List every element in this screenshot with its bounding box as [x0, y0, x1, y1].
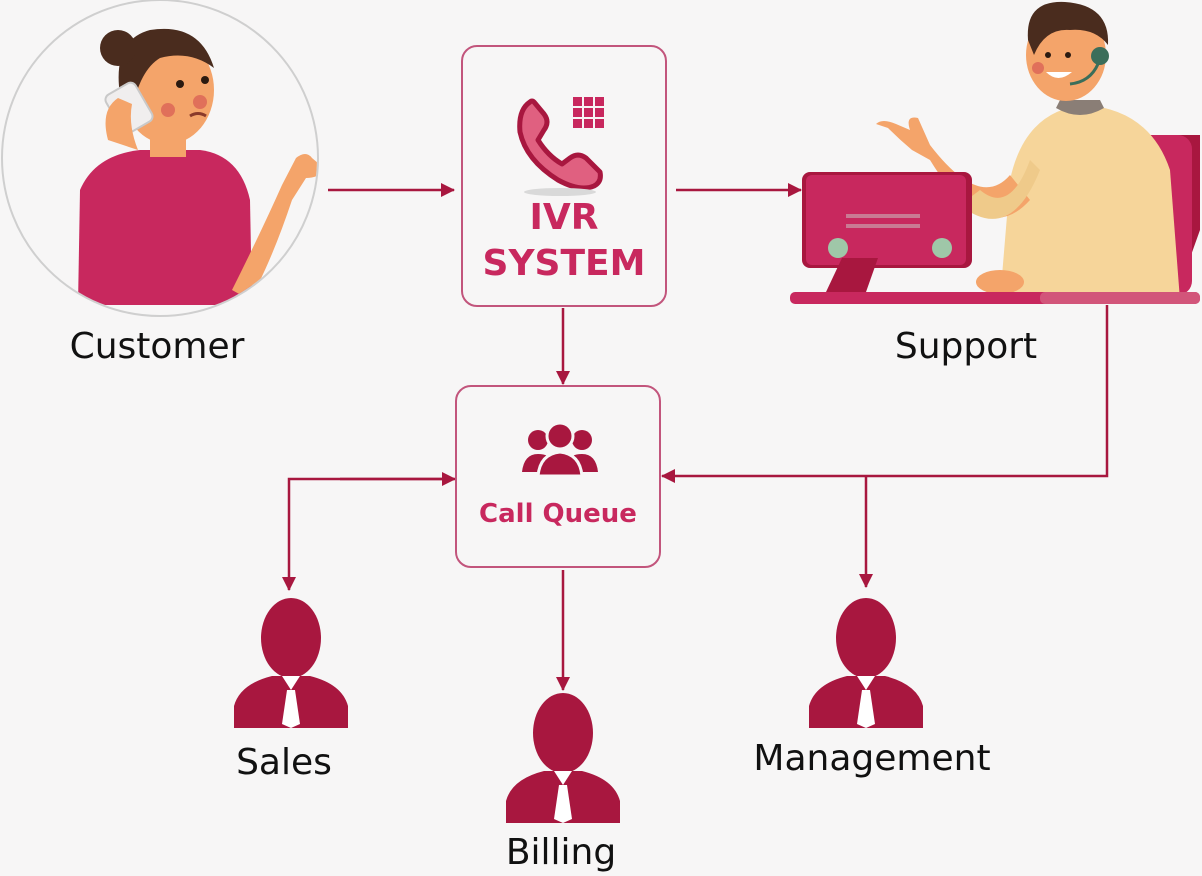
arrow-support-to-call-queue [661, 305, 1109, 483]
ivr-system-node: IVR SYSTEM [461, 45, 667, 307]
call-queue-title: Call Queue [479, 499, 637, 529]
customer-label: Customer [69, 326, 245, 367]
person-with-tie-icon-management [809, 598, 923, 728]
call-queue-node: Call Queue [455, 385, 661, 568]
sales-label: Sales [236, 742, 332, 783]
person-with-tie-icon-billing [506, 693, 620, 823]
support-label: Support [894, 326, 1038, 367]
phone-keypad-icon [517, 97, 604, 196]
connector-arrows [282, 183, 1109, 691]
ivr-title-line2: SYSTEM [482, 243, 646, 284]
group-icon [522, 422, 598, 478]
ivr-title-line1: IVR [529, 197, 599, 238]
management-label: Management [753, 738, 991, 779]
customer-on-phone-illustration [1, 0, 319, 317]
person-with-tie-icon-sales [234, 598, 348, 728]
arrow-call-queue-to-sales [282, 477, 454, 591]
billing-label: Billing [505, 832, 617, 873]
support-agent-illustration [790, 1, 1200, 304]
